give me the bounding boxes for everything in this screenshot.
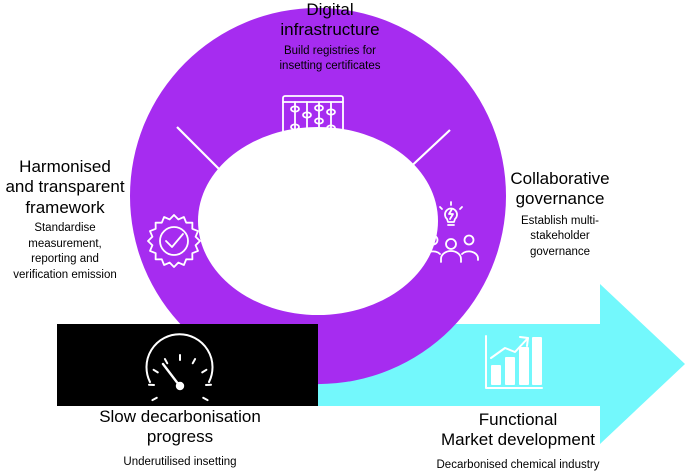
- harmonised-desc-line4: verification emission: [0, 268, 130, 284]
- collaborative-governance-block: Collaborative governance Establish multi…: [492, 169, 628, 260]
- digital-infrastructure-block: Digital infrastructure Build registries …: [230, 0, 430, 75]
- harmonised-desc-line2: measurement,: [0, 237, 130, 253]
- digital-desc-line2: insetting certificates: [230, 59, 430, 75]
- digital-desc-line1: Build registries for: [230, 44, 430, 60]
- harmonised-title-line1: Harmonised: [0, 157, 130, 177]
- slow-desc: Underutilised insetting: [60, 455, 300, 471]
- digital-title-line1: Digital: [230, 0, 430, 20]
- slow-progress-block: Slow decarbonisation progress Underutili…: [60, 407, 300, 470]
- functional-desc: Decarbonised chemical industry: [408, 458, 628, 473]
- digital-title-line2: infrastructure: [230, 20, 430, 40]
- harmonised-title-line2: and transparent: [0, 177, 130, 197]
- functional-title-line2: Market development: [408, 430, 628, 450]
- harmonised-desc-line3: reporting and: [0, 252, 130, 268]
- functional-title-line1: Functional: [408, 410, 628, 430]
- functional-market-block: Functional Market development Decarbonis…: [408, 410, 628, 473]
- harmonised-framework-block: Harmonised and transparent framework Sta…: [0, 157, 130, 283]
- collaborative-desc-line3: governance: [492, 245, 628, 261]
- slow-progress-box: [57, 324, 318, 406]
- collaborative-title-line1: Collaborative: [492, 169, 628, 189]
- slow-title-line1: Slow decarbonisation: [60, 407, 300, 427]
- collaborative-title-line2: governance: [492, 189, 628, 209]
- harmonised-title-line3: framework: [0, 198, 130, 218]
- slow-title-line2: progress: [60, 427, 300, 447]
- collaborative-desc-line2: stakeholder: [492, 229, 628, 245]
- collaborative-desc-line1: Establish multi-: [492, 214, 628, 230]
- harmonised-desc-line1: Standardise: [0, 221, 130, 237]
